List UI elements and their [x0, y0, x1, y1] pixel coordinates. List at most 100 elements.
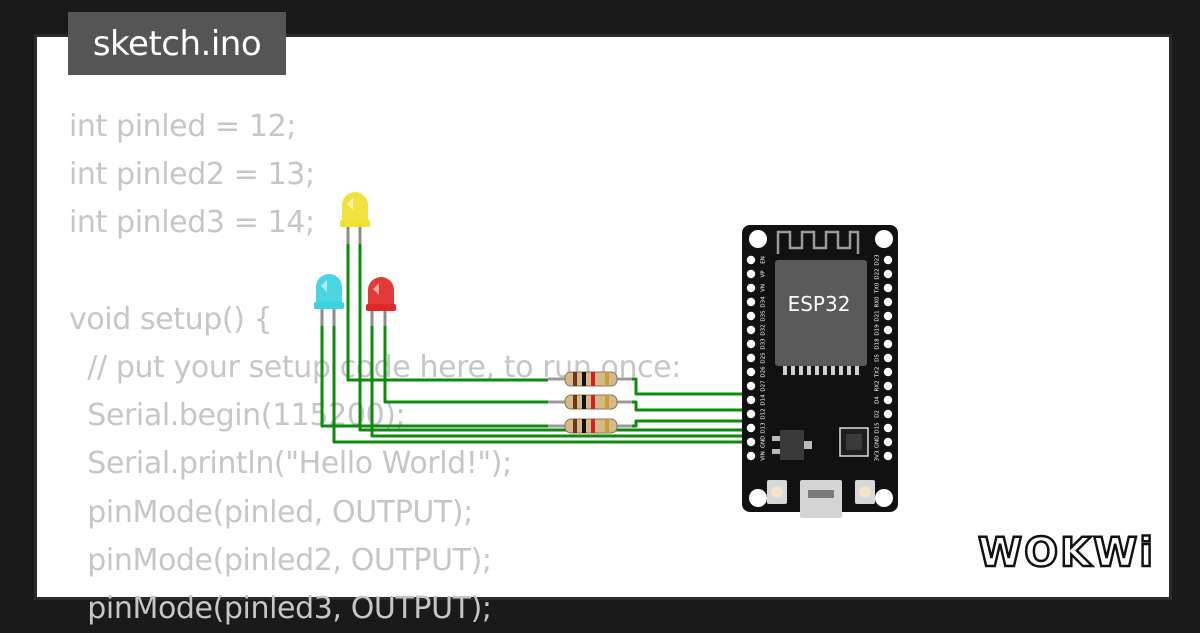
pin-hole[interactable] — [746, 297, 756, 307]
pin-hole[interactable] — [746, 423, 756, 433]
pin-label: D19 — [875, 324, 881, 336]
resistor-3[interactable] — [548, 418, 632, 434]
pin-label: D13 — [761, 422, 767, 434]
pin-hole[interactable] — [883, 269, 893, 279]
pin-hole[interactable] — [746, 325, 756, 335]
pin-label: EN — [761, 256, 767, 264]
wire[interactable] — [383, 326, 548, 404]
wokwi-logo: WOKWi — [977, 529, 1154, 578]
pin-label: D35 — [761, 310, 767, 322]
wire[interactable] — [358, 244, 751, 432]
code-line: Serial.println("Hello World!"); — [87, 446, 512, 482]
code-line: pinMode(pinled3, OUTPUT); — [87, 591, 492, 627]
right-pin-labels: D23D22TX0RX0D21D19D18D5TX2RX2D4D2D15GND3… — [875, 254, 881, 462]
wire[interactable] — [346, 244, 548, 382]
wire[interactable] — [632, 400, 751, 412]
pin-hole[interactable] — [883, 255, 893, 265]
pin-hole[interactable] — [883, 437, 893, 447]
led-yellow[interactable] — [340, 192, 370, 244]
wire[interactable] — [632, 377, 751, 396]
pin-hole[interactable] — [883, 395, 893, 405]
pin-hole[interactable] — [746, 409, 756, 419]
pin-label: D21 — [875, 310, 881, 321]
mount-hole — [749, 489, 767, 507]
esp32-module — [775, 260, 867, 366]
pin-label: D34 — [761, 296, 767, 308]
module-pads — [783, 366, 859, 375]
pin-hole[interactable] — [883, 423, 893, 433]
pin-hole[interactable] — [746, 367, 756, 377]
pin-hole[interactable] — [883, 325, 893, 335]
resistor-1[interactable] — [548, 371, 632, 387]
pin-hole[interactable] — [883, 367, 893, 377]
pin-label: D22 — [875, 268, 881, 279]
pin-label: D23 — [875, 254, 881, 266]
led-red[interactable] — [366, 277, 396, 326]
pin-hole[interactable] — [883, 409, 893, 419]
pin-hole[interactable] — [746, 339, 756, 349]
pin-label: D2 — [875, 410, 881, 418]
usb-port — [800, 480, 842, 518]
pin-hole[interactable] — [883, 451, 893, 461]
en-button[interactable] — [855, 480, 875, 504]
pin-label: D12 — [761, 408, 767, 419]
pin-label: TX2 — [875, 367, 881, 379]
pin-label: 3V3 — [875, 450, 881, 461]
pin-hole[interactable] — [746, 437, 756, 447]
pin-label: D5 — [875, 354, 881, 362]
pin-hole[interactable] — [746, 269, 756, 279]
file-tab-label: sketch.ino — [92, 23, 262, 64]
pin-hole[interactable] — [746, 283, 756, 293]
chip-label: ESP32 — [788, 292, 851, 316]
preview-card: int pinled = 12; int pinled2 = 13; int p… — [34, 34, 1172, 626]
voltage-regulator — [780, 430, 804, 460]
led-cyan[interactable] — [314, 274, 344, 326]
esp32-board[interactable]: ESP32 ENVPVND34D35D32D33D25D26D27D14D12D… — [742, 225, 898, 518]
pin-hole[interactable] — [746, 255, 756, 265]
mount-hole — [749, 230, 767, 248]
pin-hole[interactable] — [746, 353, 756, 363]
mount-hole — [875, 489, 893, 507]
wire[interactable] — [370, 326, 751, 438]
pin-hole[interactable] — [883, 339, 893, 349]
pin-label: D15 — [875, 422, 881, 434]
pin-label: D27 — [761, 380, 767, 392]
code-line: // put your setup code here, to run once… — [87, 350, 681, 386]
wire[interactable] — [332, 326, 751, 444]
pin-label: VIN — [761, 451, 767, 461]
wire[interactable] — [632, 419, 751, 428]
code-editor[interactable]: int pinled = 12; int pinled2 = 13; int p… — [69, 103, 681, 633]
pin-hole[interactable] — [883, 297, 893, 307]
code-line: int pinled = 12; — [69, 109, 296, 144]
pin-label: D26 — [761, 366, 767, 378]
pin-hole[interactable] — [883, 283, 893, 293]
antenna-trace — [776, 230, 860, 254]
pin-hole[interactable] — [746, 451, 756, 461]
pin-label: VP — [761, 270, 767, 278]
left-pin-labels: ENVPVND34D35D32D33D25D26D27D14D12D13GNDV… — [761, 256, 767, 461]
pin-label: D4 — [875, 396, 881, 404]
wire[interactable] — [320, 326, 548, 428]
pin-hole[interactable] — [883, 311, 893, 321]
boot-button[interactable] — [767, 480, 787, 504]
pin-label: VN — [761, 284, 767, 292]
pin-label: RX2 — [875, 380, 881, 391]
pin-hole[interactable] — [746, 395, 756, 405]
pin-label: D25 — [761, 352, 767, 364]
pin-label: TX0 — [875, 282, 881, 294]
right-pin-header — [883, 255, 893, 461]
pin-hole[interactable] — [883, 381, 893, 391]
pin-label: D32 — [761, 324, 767, 335]
pin-hole[interactable] — [746, 311, 756, 321]
pin-label: D18 — [875, 338, 881, 350]
file-tab[interactable]: sketch.ino — [68, 12, 286, 75]
pin-label: RX0 — [875, 296, 881, 308]
code-line: int pinled3 = 14; — [69, 205, 315, 241]
code-line: pinMode(pinled, OUTPUT); — [87, 494, 473, 530]
pin-hole[interactable] — [746, 381, 756, 391]
pin-label: GND — [875, 436, 881, 449]
resistors — [548, 371, 632, 434]
pin-hole[interactable] — [883, 353, 893, 363]
resistor-2[interactable] — [548, 394, 632, 410]
